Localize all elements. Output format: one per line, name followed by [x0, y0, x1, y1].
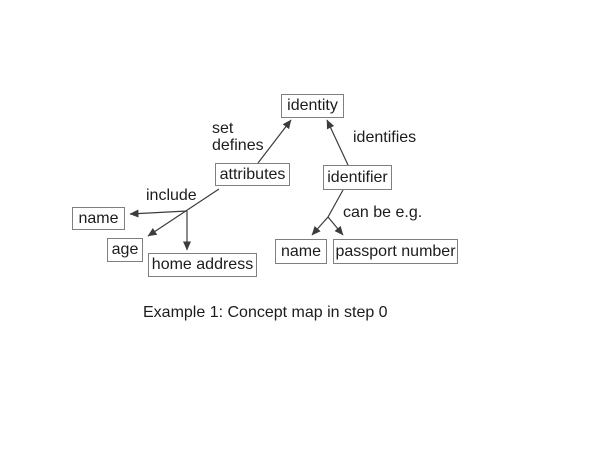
edge-label-set-defines: set defines [212, 120, 264, 154]
edge-attributes-name [129, 209, 188, 218]
edge-label-identifies: identifies [353, 129, 417, 146]
node-identifier: identifier [323, 165, 392, 190]
node-name-right: name [275, 239, 327, 264]
edge-label-include: include [146, 187, 197, 204]
edge-attributes-identity [257, 119, 292, 164]
edge-label-can-be: can be e.g. [343, 204, 423, 221]
edge-identifier-name [311, 189, 344, 236]
edge-attributes-age [147, 188, 220, 237]
node-home-address: home address [148, 253, 257, 277]
figure-caption: Example 1: Concept map in step 0 [143, 304, 388, 321]
edge-identifier-identity [326, 119, 349, 166]
node-age: age [107, 238, 143, 262]
node-identity: identity [281, 94, 344, 118]
edge-identifier-passport-number [327, 216, 344, 236]
node-name-left: name [72, 207, 125, 230]
node-passport-number: passport number [333, 239, 458, 264]
node-attributes: attributes [215, 163, 290, 186]
